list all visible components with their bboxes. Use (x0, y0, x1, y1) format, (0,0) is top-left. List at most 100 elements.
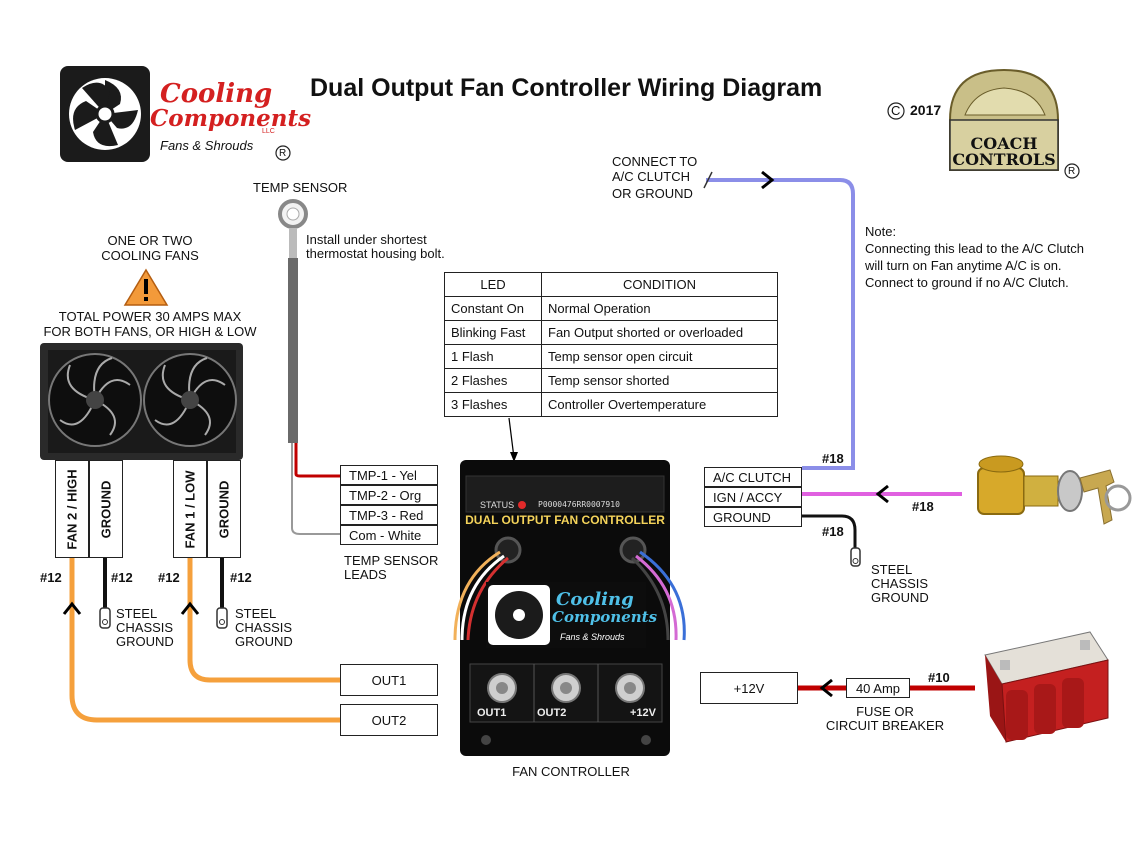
temp-lead-white-wire (291, 443, 340, 535)
ac-note-3: Connect to ground if no A/C Clutch. (865, 275, 1069, 290)
out1-box: OUT1 (340, 664, 438, 696)
ground-terminal: GROUND (704, 507, 802, 527)
ac-connect-3: OR GROUND (612, 186, 693, 201)
controller-ground-label-2: CHASSIS (871, 576, 929, 591)
ground-label-1c: GROUND (116, 634, 174, 649)
copyright-year: 2017 (910, 102, 942, 118)
out2-box: OUT2 (340, 704, 438, 736)
gauge-label: #18 (822, 524, 844, 539)
fans-power-note-2: FOR BOTH FANS, OR HIGH & LOW (43, 324, 257, 339)
fuse-box: 40 Amp (846, 678, 910, 698)
temp-lead-3-label: TMP-3 - Red (349, 507, 424, 523)
temp-sensor-graphic (278, 199, 308, 443)
warning-icon (123, 268, 169, 306)
led-table-cell: Fan Output shorted or overloaded (541, 320, 778, 345)
gauge-label: #18 (822, 451, 844, 466)
led-table-cell: Blinking Fast (444, 320, 542, 345)
ac-note-1: Connecting this lead to the A/C Clutch (865, 241, 1084, 256)
ignition-wire-arrow (875, 484, 889, 504)
controller-graphic (453, 460, 686, 756)
temp-sensor-install-2: thermostat housing bolt. (306, 246, 445, 261)
temp-lead-2: TMP-2 - Org (340, 485, 438, 505)
ground-label-2a: STEEL (235, 606, 277, 621)
fuse-caption-1: FUSE OR (856, 704, 914, 719)
logo-cooling-text: Cooling (160, 79, 273, 109)
led-table-cell: Temp sensor open circuit (541, 344, 778, 369)
controller-terminal-out1: OUT1 (477, 707, 507, 719)
led-table-header-row: LED CONDITION (444, 272, 778, 297)
coach-controls-logo (949, 68, 1059, 171)
gauge-label: #12 (230, 570, 252, 585)
led-table-cell: 1 Flash (444, 344, 542, 369)
registered-mark-left: R (279, 148, 287, 159)
ground-label-2b: CHASSIS (235, 620, 293, 635)
fan2-high-terminal: FAN 2 / HIGH (55, 460, 89, 558)
out1-orange-wire (187, 558, 340, 683)
ac-note-2: will turn on Fan anytime A/C is on. (865, 258, 1062, 273)
ac-clutch-wire (706, 178, 855, 470)
out2-box-label: OUT2 (371, 712, 407, 728)
fuse-box-label: 40 Amp (855, 680, 901, 696)
temp-lead-2-label: TMP-2 - Org (349, 487, 422, 503)
fuse-caption-2: CIRCUIT BREAKER (825, 718, 945, 733)
temp-lead-1-label: TMP-1 - Yel (349, 467, 417, 483)
ac-wire-arrow (761, 170, 775, 190)
led-table-cell: Constant On (444, 296, 542, 321)
fan1-low-terminal: FAN 1 / LOW (173, 460, 207, 558)
copyright-symbol: C (891, 103, 901, 118)
led-table-cell: 2 Flashes (444, 368, 542, 393)
fan1-ground-terminal: GROUND (207, 460, 241, 558)
ignition-switch-picture (977, 455, 1132, 525)
ign-accy-terminal: IGN / ACCY (704, 487, 802, 507)
led-table-header: LED (444, 272, 542, 297)
plus12v-box-label: +12V (733, 680, 765, 696)
gauge-label: #10 (928, 670, 950, 685)
logo-components-text: Components (150, 105, 312, 132)
ac-connect-1: CONNECT TO (612, 154, 698, 169)
ground-label-1b: CHASSIS (116, 620, 174, 635)
led-table-cell: Normal Operation (541, 296, 778, 321)
controller-ground-label-1: STEEL (871, 562, 913, 577)
fans-picture (40, 343, 243, 460)
fan2-ground-terminal: GROUND (89, 460, 123, 558)
temp-lead-1: TMP-1 - Yel (340, 465, 438, 485)
led-table-cell: Controller Overtemperature (541, 392, 778, 417)
logo-tagline: Fans & Shrouds (160, 138, 254, 153)
gauge-label: #12 (40, 570, 62, 585)
controller-ground-label-3: GROUND (871, 590, 929, 605)
controller-name: DUAL OUTPUT FAN CONTROLLER (465, 513, 665, 527)
led-table-header: CONDITION (541, 272, 778, 297)
controller-serial: P0000476RR0007910 (538, 500, 620, 509)
ac-note-title: Note: (865, 224, 897, 239)
fan1-ground-terminal-label: GROUND (216, 480, 232, 538)
gauge-label: #12 (111, 570, 133, 585)
temp-lead-3: TMP-3 - Red (340, 505, 438, 525)
ac-clutch-terminal: A/C CLUTCH (704, 467, 802, 487)
controller-terminal-out2: OUT2 (537, 707, 567, 719)
temp-sensor-install-1: Install under shortest (306, 232, 427, 247)
out2-orange-wire (69, 558, 340, 723)
ground-terminal-label: GROUND (713, 509, 771, 525)
coach-controls-logo-text: COACH CONTROLS (952, 134, 1056, 169)
battery-picture (984, 631, 1109, 743)
plus12v-box: +12V (700, 672, 798, 704)
fans-power-note-1: TOTAL POWER 30 AMPS MAX (58, 309, 242, 324)
out1-box-label: OUT1 (371, 672, 407, 688)
controller-caption: FAN CONTROLLER (512, 764, 630, 779)
temp-lead-com-label: Com - White (349, 527, 422, 543)
gauge-label: #12 (158, 570, 180, 585)
controller-logo-tag: Fans & Shrouds (560, 632, 625, 642)
controller-logo-line1: Cooling (556, 589, 634, 610)
led-table-cell: Temp sensor shorted (541, 368, 778, 393)
led-table-cell: 3 Flashes (444, 392, 542, 417)
gauge-label: #18 (912, 499, 934, 514)
ign-accy-terminal-label: IGN / ACCY (713, 489, 783, 505)
controller-logo-line2: Components (552, 608, 658, 626)
temp-lead-com: Com - White (340, 525, 438, 545)
